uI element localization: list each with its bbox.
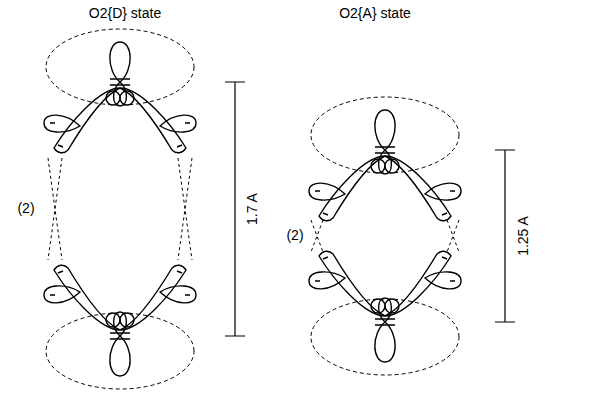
overlap-lines xyxy=(311,220,459,252)
oxygen-atom xyxy=(44,265,196,389)
overlap-lines xyxy=(48,158,192,260)
state-title: O2{D} state xyxy=(87,6,163,21)
oxygen-atom xyxy=(309,251,461,375)
dimension-label: 1.7 A xyxy=(245,191,260,227)
oxygen-atom xyxy=(309,97,461,221)
callout-number: (2) xyxy=(284,228,305,243)
dimension-label: 1.25 A xyxy=(516,214,531,258)
dimension-bracket xyxy=(225,82,245,336)
oxygen-atom xyxy=(44,29,196,153)
callout-number: (2) xyxy=(15,201,36,216)
state-title: O2{A} state xyxy=(337,6,413,21)
dimension-bracket xyxy=(495,150,515,322)
